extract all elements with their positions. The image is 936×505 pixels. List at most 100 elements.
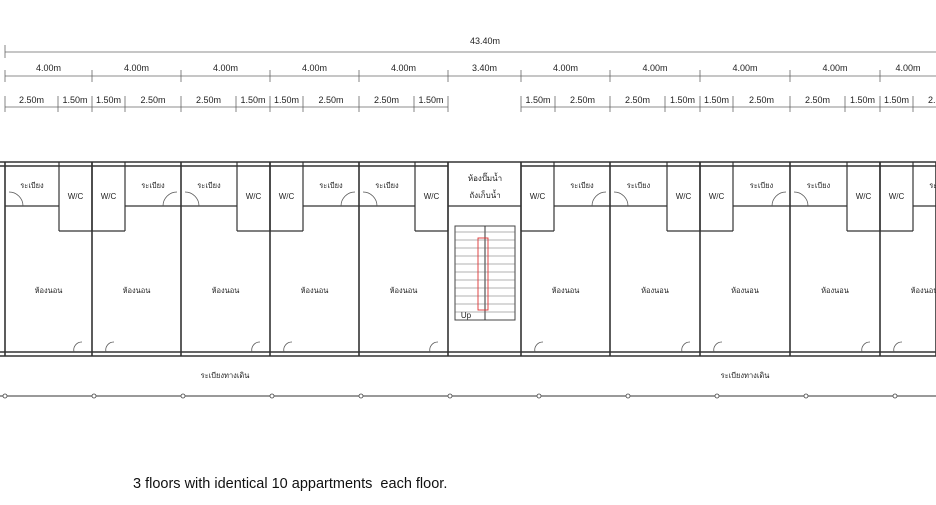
door-swing [793, 191, 809, 207]
corridor-label-left: ระเบียงทางเดิน [201, 371, 250, 380]
wc-label: W/C [889, 192, 905, 201]
entry-door-swing [105, 341, 115, 353]
wc-label: W/C [101, 192, 117, 201]
bedroom-label: ห้องนอน [821, 286, 849, 295]
sub-dim-label: 2.50m [196, 95, 221, 105]
bay-dim-label: 4.00m [822, 63, 847, 73]
railing-post [180, 393, 186, 399]
balcony-label: ระเบียง [20, 181, 44, 190]
bay-dim-label: 4.00m [36, 63, 61, 73]
sub-dim-label: 1.50m [670, 95, 695, 105]
door-swing [340, 191, 356, 207]
wc-label: W/C [279, 192, 295, 201]
bedroom-label: ห้องนอน [301, 286, 329, 295]
wc-label: W/C [530, 192, 546, 201]
entry-door-swing [251, 341, 261, 353]
railing-post [447, 393, 453, 399]
railing-post [91, 393, 97, 399]
water-tank-label: ถังเก็บน้ำ [469, 189, 500, 200]
pump-room-label: ห้องปั๊มน้ำ [468, 172, 502, 183]
balcony-label: ระเบียง [197, 181, 221, 190]
bay-dim-label: 4.00m [553, 63, 578, 73]
railing-post [714, 393, 720, 399]
sub-dim-label: 1.50m [240, 95, 265, 105]
entry-door-swing [893, 341, 903, 353]
railing-post [2, 393, 8, 399]
bedroom-label: ห้องนอน [552, 286, 580, 295]
door-swing [184, 191, 200, 207]
door-swing [613, 191, 629, 207]
bedroom-label: ห้องนอน [911, 286, 936, 295]
sub-dim-label: 1.50m [704, 95, 729, 105]
walls [0, 161, 936, 399]
railing-post [358, 393, 364, 399]
bay-dim-label: 4.00m [124, 63, 149, 73]
stair-up-label: Up [461, 311, 472, 320]
wc-label: W/C [246, 192, 262, 201]
sub-dim-label: 1.50m [850, 95, 875, 105]
door-swing [162, 191, 178, 207]
staircase [454, 225, 516, 321]
entry-door-swing [534, 341, 544, 353]
bay-dim-label: 4.00m [391, 63, 416, 73]
sub-dim-label: 2.50m [749, 95, 774, 105]
bay-dim-label: 4.00m [895, 63, 920, 73]
balcony-label: ระเบียง [141, 181, 165, 190]
door-swing [8, 191, 24, 207]
bedroom-label: ห้องนอน [123, 286, 151, 295]
entry-door-swing [713, 341, 723, 353]
sub-dim-label: 2.50m [805, 95, 830, 105]
bedroom-label: ห้องนอน [212, 286, 240, 295]
sub-dim-label: 1.50m [274, 95, 299, 105]
bay-dim-label: 4.00m [213, 63, 238, 73]
balcony-label: ระเบียง [570, 181, 594, 190]
sub-dim-label: 2.50m [318, 95, 343, 105]
entry-door-swing [283, 341, 293, 353]
balcony-label: ระเบียง [375, 181, 399, 190]
railing-post [803, 393, 809, 399]
stair-arrow [477, 237, 489, 311]
balcony-label: ระเบียง [319, 181, 343, 190]
sub-dim-label: 1.50m [62, 95, 87, 105]
room-labels: ระเบียงW/Cห้องนอนระเบียงW/Cห้องนอนระเบีย… [20, 172, 936, 380]
railing-post [536, 393, 542, 399]
sub-dim-label: 2.50m [570, 95, 595, 105]
door-swing [362, 191, 378, 207]
balcony-label: ระเบียง [929, 181, 936, 190]
wc-label: W/C [856, 192, 872, 201]
balcony-label: ระเบียง [750, 181, 774, 190]
sub-dim-label: 1.50m [525, 95, 550, 105]
sub-dim-label: 2.50m [625, 95, 650, 105]
balcony-label: ระเบียง [627, 181, 651, 190]
bedroom-label: ห้องนอน [35, 286, 63, 295]
bedroom-label: ห้องนอน [731, 286, 759, 295]
sub-dim-label: 1.50m [418, 95, 443, 105]
sub-dim-label: 1.50m [884, 95, 909, 105]
door-swing [591, 191, 607, 207]
wc-label: W/C [709, 192, 725, 201]
bedroom-label: ห้องนอน [641, 286, 669, 295]
railing-post [892, 393, 898, 399]
corridor-label-right: ระเบียงทางเดิน [721, 371, 770, 380]
bay-dim-label: 3.40m [472, 63, 497, 73]
entry-door-swing [861, 341, 871, 353]
entry-door-swing [681, 341, 691, 353]
entry-door-swing [429, 341, 439, 353]
bay-dim-label: 4.00m [642, 63, 667, 73]
wc-label: W/C [676, 192, 692, 201]
sub-dim-label: 2.50m [374, 95, 399, 105]
wc-label: W/C [68, 192, 84, 201]
plan-caption: 3 floors with identical 10 appartments e… [133, 476, 448, 492]
sub-dim-label: 2.50m [928, 95, 936, 105]
sub-dim-label: 2.50m [19, 95, 44, 105]
bedroom-label: ห้องนอน [390, 286, 418, 295]
railing-post [625, 393, 631, 399]
balcony-label: ระเบียง [807, 181, 831, 190]
overall-dim-label: 43.40m [470, 36, 500, 46]
entry-door-swing [73, 341, 83, 353]
door-swing [771, 191, 787, 207]
railing-post [269, 393, 275, 399]
bay-dim-label: 4.00m [732, 63, 757, 73]
dimension-lines: 43.40m 4.00m 4.00m 4.00m 4.00m 4.00m 3.40m 4.00… [4, 36, 936, 112]
